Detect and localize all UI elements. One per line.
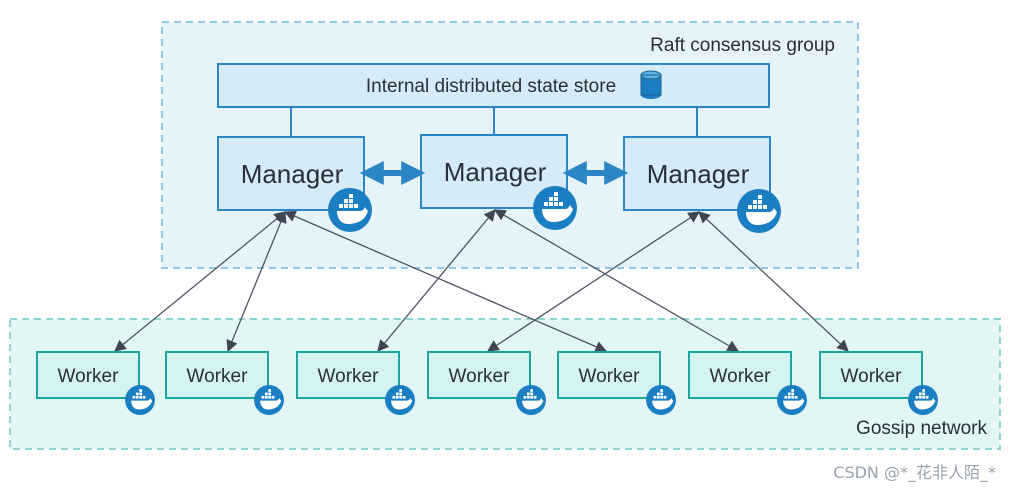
worker-label: Worker bbox=[318, 366, 380, 387]
docker-whale-icon bbox=[737, 189, 781, 233]
docker-whale-icon bbox=[125, 385, 155, 415]
worker-node-4: Worker bbox=[427, 351, 546, 415]
state-store-box bbox=[217, 63, 770, 108]
docker-whale-icon bbox=[385, 385, 415, 415]
worker-node-2: Worker bbox=[165, 351, 284, 415]
worker-nodes: Worker Worker Worker Worker Worker Worker Work… bbox=[36, 351, 938, 415]
manager-node-2: Manager bbox=[420, 134, 577, 230]
watermark: CSDN @*_花非人陌_* bbox=[833, 463, 996, 482]
raft-group-label: Raft consensus group bbox=[650, 35, 835, 56]
worker-label: Worker bbox=[710, 366, 772, 387]
state-store-label: Internal distributed state store bbox=[366, 76, 616, 97]
connection-arrow bbox=[226, 210, 287, 353]
worker-node-1: Worker bbox=[36, 351, 155, 415]
worker-label: Worker bbox=[187, 366, 249, 387]
worker-label: Worker bbox=[449, 366, 511, 387]
worker-node-6: Worker bbox=[688, 351, 807, 415]
manager-node-1: Manager bbox=[217, 136, 372, 232]
connection-arrow bbox=[487, 211, 700, 352]
docker-whale-icon bbox=[533, 186, 577, 230]
docker-whale-icon bbox=[908, 385, 938, 415]
docker-whale-icon bbox=[777, 385, 807, 415]
worker-label: Worker bbox=[579, 366, 641, 387]
worker-label: Worker bbox=[58, 366, 120, 387]
connection-arrow bbox=[377, 209, 496, 352]
gossip-network-label: Gossip network bbox=[856, 418, 987, 439]
gossip-connections bbox=[114, 209, 849, 353]
connection-arrow bbox=[698, 211, 849, 352]
worker-node-3: Worker bbox=[296, 351, 415, 415]
docker-whale-icon bbox=[516, 385, 546, 415]
worker-node-7: Worker bbox=[819, 351, 938, 415]
worker-node-5: Worker bbox=[557, 351, 676, 415]
docker-whale-icon bbox=[646, 385, 676, 415]
manager-label: Manager bbox=[241, 159, 344, 189]
database-icon bbox=[640, 70, 662, 99]
manager-label: Manager bbox=[647, 159, 750, 189]
docker-whale-icon bbox=[254, 385, 284, 415]
worker-label: Worker bbox=[841, 366, 903, 387]
docker-whale-icon bbox=[328, 188, 372, 232]
manager-label: Manager bbox=[444, 157, 547, 187]
